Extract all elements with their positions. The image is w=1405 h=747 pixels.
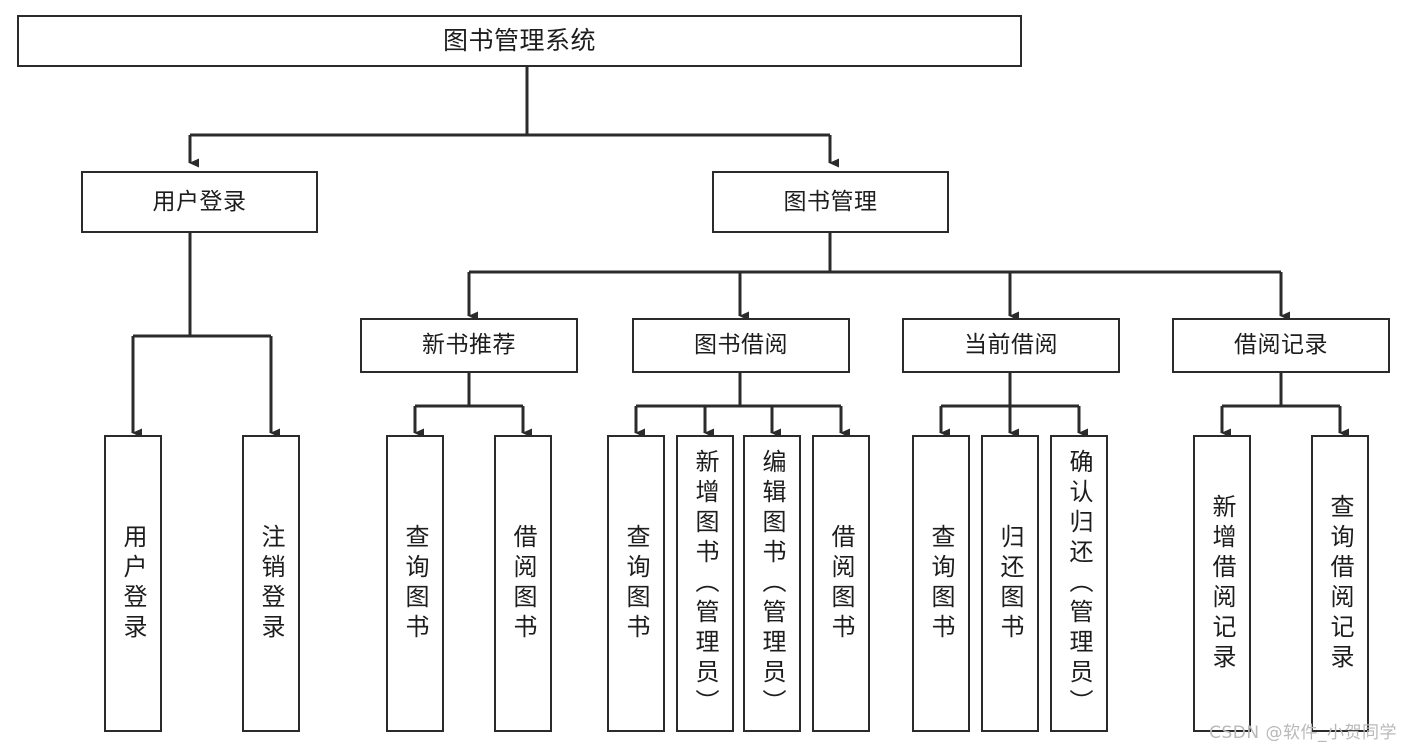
node-book-borrow[interactable]: 图书借阅 [632,318,850,373]
node-label: 借阅图书 [509,523,537,644]
node-label: 查询图书 [622,523,650,644]
leaf-borrow-query-book[interactable]: 查询图书 [607,435,665,732]
node-label: 图书借阅 [694,332,788,359]
node-user-login[interactable]: 用户登录 [81,171,318,233]
leaf-current-confirm-return-admin[interactable]: 确认归还（管理员） [1050,435,1108,732]
node-label: 借阅图书 [827,523,855,644]
node-label: 当前借阅 [964,332,1058,359]
csdn-watermark: CSDN @软件_小贺同学 [1209,723,1397,743]
node-label: 借阅记录 [1234,332,1328,359]
node-label: 新书推荐 [422,332,516,359]
node-label: 图书管理 [783,188,878,215]
leaf-borrow-add-book-admin[interactable]: 新增图书（管理员） [676,435,734,732]
leaf-borrow-borrow-book[interactable]: 借阅图书 [812,435,870,732]
node-label: 新增图书（管理员） [691,448,719,719]
node-label: 注销登录 [257,523,285,644]
node-label: 确认归还（管理员） [1065,448,1093,719]
node-label: 图书管理系统 [442,25,596,55]
node-label: 归还图书 [996,523,1024,644]
leaf-borrow-edit-book-admin[interactable]: 编辑图书（管理员） [743,435,801,732]
node-book-management[interactable]: 图书管理 [712,171,949,233]
node-label: 查询借阅记录 [1326,493,1354,674]
node-label: 查询图书 [401,523,429,644]
leaf-record-add-borrow-record[interactable]: 新增借阅记录 [1193,435,1251,732]
node-borrow-record[interactable]: 借阅记录 [1172,318,1390,373]
node-new-book-recommend[interactable]: 新书推荐 [360,318,578,373]
leaf-new-book-query[interactable]: 查询图书 [386,435,444,732]
leaf-new-book-borrow[interactable]: 借阅图书 [494,435,552,732]
leaf-current-return-book[interactable]: 归还图书 [981,435,1039,732]
node-root-book-management-system[interactable]: 图书管理系统 [17,15,1022,67]
node-label: 用户登录 [119,523,147,644]
node-label: 编辑图书（管理员） [758,448,786,719]
node-current-borrow[interactable]: 当前借阅 [902,318,1120,373]
leaf-record-query-borrow-record[interactable]: 查询借阅记录 [1311,435,1369,732]
leaf-current-query-book[interactable]: 查询图书 [912,435,970,732]
node-label: 新增借阅记录 [1208,493,1236,674]
node-label: 用户登录 [152,188,247,215]
node-label: 查询图书 [927,523,955,644]
leaf-logout[interactable]: 注销登录 [242,435,300,732]
leaf-user-login[interactable]: 用户登录 [104,435,162,732]
